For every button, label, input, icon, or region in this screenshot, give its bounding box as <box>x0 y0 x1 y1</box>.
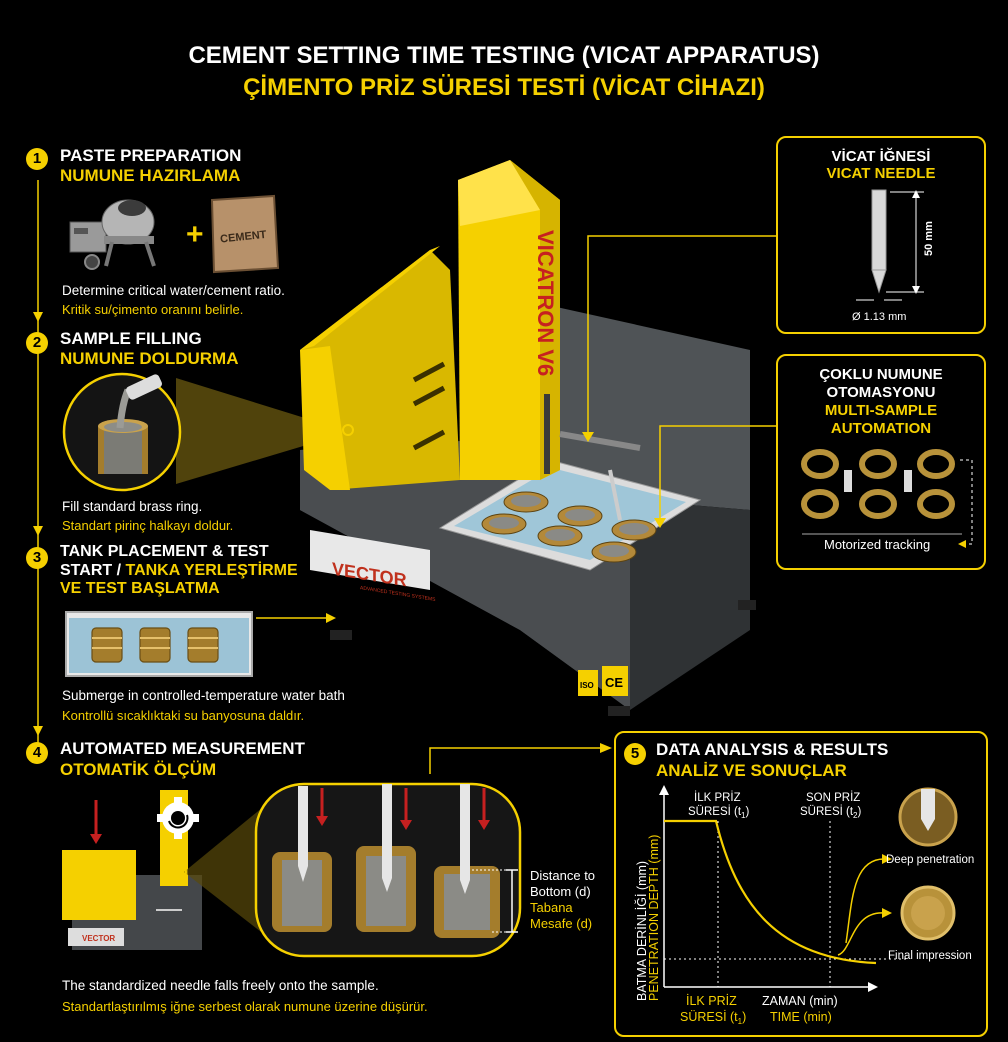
step-5-number: 5 <box>624 743 646 765</box>
multi-title-en-1: MULTI-SAMPLE <box>824 402 938 419</box>
step-3-desc-en: Submerge in controlled-temperature water… <box>62 688 345 703</box>
chart-xlabel-tr: ZAMAN (min) <box>762 994 838 1008</box>
step-4-desc-tr: Standartlaştırılmış iğne serbest olarak … <box>62 999 428 1014</box>
automated-measurement-illustration: VECTOR <box>62 782 595 958</box>
step-1-desc-en: Determine critical water/cement ratio. <box>62 283 285 298</box>
iso-badge: ISO <box>578 670 598 696</box>
step-3-desc-tr: Kontrollü sıcaklıktaki su banyosuna dald… <box>62 708 305 723</box>
step-4-number: 4 <box>26 742 48 764</box>
column-label: VICATRON V6 <box>533 230 558 376</box>
initial-set-top-1: İLK PRİZ <box>694 791 741 804</box>
cement-bag-label: CEMENT <box>220 229 268 246</box>
step-2-desc-en: Fill standard brass ring. <box>62 499 203 514</box>
multi-title-tr-1: ÇOKLU NUMUNE <box>819 366 943 383</box>
motorized-tracking-label: Motorized tracking <box>824 537 931 552</box>
svg-text:CE: CE <box>605 675 623 690</box>
svg-text:ISO: ISO <box>580 681 594 690</box>
ce-badge: CE <box>602 666 628 696</box>
step-5-title-tr: ANALİZ VE SONUÇLAR <box>656 761 847 780</box>
distance-en-1: Distance to <box>530 868 595 883</box>
step-1-desc-tr: Kritik su/çimento oranını belirle. <box>62 302 244 317</box>
final-set-top-sub: 2 <box>853 811 858 820</box>
needle-length: 50 mm <box>923 221 935 256</box>
step-1-number: 1 <box>26 148 48 170</box>
svg-text:SÜRESİ (t1): SÜRESİ (t1) <box>680 1010 746 1026</box>
steps-timeline <box>33 180 43 748</box>
step-2-number: 2 <box>26 332 48 354</box>
step-4-to-5-arrow <box>429 743 612 774</box>
multi-sample-callout: ÇOKLU NUMUNE OTOMASYONU MULTI-SAMPLE AUT… <box>776 354 986 570</box>
initial-set-bottom-sub: 1 <box>738 1017 743 1026</box>
mini-vicat-machine: VECTOR <box>62 790 202 950</box>
vicat-machine-illustration: VECTOR ADVANCED TESTING SYSTEMS ISO CE V… <box>300 160 756 716</box>
deep-penetration-inset: Deep penetration <box>886 787 974 866</box>
penetration-chart: BATMA DERİNLİĞİ (mm) PENETRATION DEPTH (… <box>634 785 974 1026</box>
needle-diagram: 50 mm Ø 1.13 mm <box>852 189 935 323</box>
final-impression-inset: Final impression <box>888 885 972 962</box>
penetration-stages <box>272 784 518 938</box>
needle-title-en: VICAT NEEDLE <box>826 165 936 182</box>
initial-set-bottom-1: İLK PRİZ <box>686 994 737 1008</box>
data-analysis-panel: 5 DATA ANALYSIS & RESULTS ANALİZ VE SONU… <box>614 731 988 1037</box>
chart-xlabel-en: TIME (min) <box>770 1010 832 1024</box>
page-title: CEMENT SETTING TIME TESTING (VICAT APPAR… <box>188 42 820 69</box>
svg-text:SÜRESİ (t1): SÜRESİ (t1) <box>688 805 750 820</box>
initial-set-bottom-2: SÜRESİ (t <box>680 1010 738 1024</box>
needle-diameter: Ø 1.13 mm <box>852 311 906 323</box>
svg-text:SÜRESİ (t2): SÜRESİ (t2) <box>800 805 862 820</box>
step-3-title-line2: START / TANKA YERLEŞTİRME <box>60 562 298 580</box>
mixer-and-cement-illustration: + CEMENT <box>69 194 280 274</box>
step-2-title-tr: NUMUNE DOLDURMA <box>60 349 239 368</box>
penetration-curve <box>664 819 877 965</box>
step-3-title-tr: TANKA YERLEŞTİRME <box>125 562 298 579</box>
cement-bag-icon: CEMENT <box>210 194 280 274</box>
step-2-desc-tr: Standart pirinç halkayı doldur. <box>62 518 234 533</box>
multi-title-en-2: AUTOMATION <box>830 420 932 437</box>
final-set-top-1: SON PRİZ <box>806 791 860 804</box>
step-1-title-tr: NUMUNE HAZIRLAMA <box>60 166 241 185</box>
final-set-top-2: SÜRESİ (t <box>800 805 854 818</box>
sample-filling-illustration <box>62 372 354 492</box>
multi-sample-rings <box>801 449 973 548</box>
distance-en-2: Bottom (d) <box>530 884 591 899</box>
chart-ylabel-tr: BATMA DERİNLİĞİ (mm) <box>634 861 649 1001</box>
step-3-number: 3 <box>26 547 48 569</box>
callout-connectors <box>582 235 780 528</box>
step-3-title-en: TANK PLACEMENT & TEST <box>60 543 269 560</box>
water-tank-illustration <box>65 611 336 677</box>
vicat-needle-callout: VİCAT İĞNESİ VICAT NEEDLE 50 mm Ø 1.13 m… <box>776 136 986 334</box>
step-2-title-en: SAMPLE FILLING <box>60 329 202 348</box>
step-4-desc-en: The standardized needle falls freely ont… <box>62 978 379 993</box>
page-subtitle: ÇİMENTO PRİZ SÜRESİ TESTİ (VİCAT CİHAZI) <box>243 74 765 101</box>
step-4-title-tr: OTOMATİK ÖLÇÜM <box>60 760 217 779</box>
step-1-title-en: PASTE PREPARATION <box>60 146 242 165</box>
step-3-title-tr-line3: VE TEST BAŞLATMA <box>60 580 220 597</box>
needle-title-tr: VİCAT İĞNESİ <box>831 148 931 165</box>
initial-set-top-2: SÜRESİ (t <box>688 805 742 818</box>
settings-gear-icon <box>157 797 199 839</box>
initial-set-top-sub: 1 <box>741 811 746 820</box>
distance-tr-2: Mesafe (d) <box>530 916 592 931</box>
distance-tr-1: Tabana <box>530 900 573 915</box>
step-5-title-en: DATA ANALYSIS & RESULTS <box>656 740 889 759</box>
final-impression-label: Final impression <box>888 950 972 962</box>
step-3-start-label: START / <box>60 562 122 579</box>
plus-sign: + <box>186 218 204 251</box>
multi-title-tr-2: OTOMASYONU <box>826 384 936 401</box>
deep-penetration-label: Deep penetration <box>886 854 974 866</box>
mini-brand: VECTOR <box>82 934 115 943</box>
concrete-mixer-icon <box>69 199 156 270</box>
step-4-title-en: AUTOMATED MEASUREMENT <box>60 739 305 758</box>
chart-ylabel-en: PENETRATION DEPTH (mm) <box>647 835 661 1001</box>
